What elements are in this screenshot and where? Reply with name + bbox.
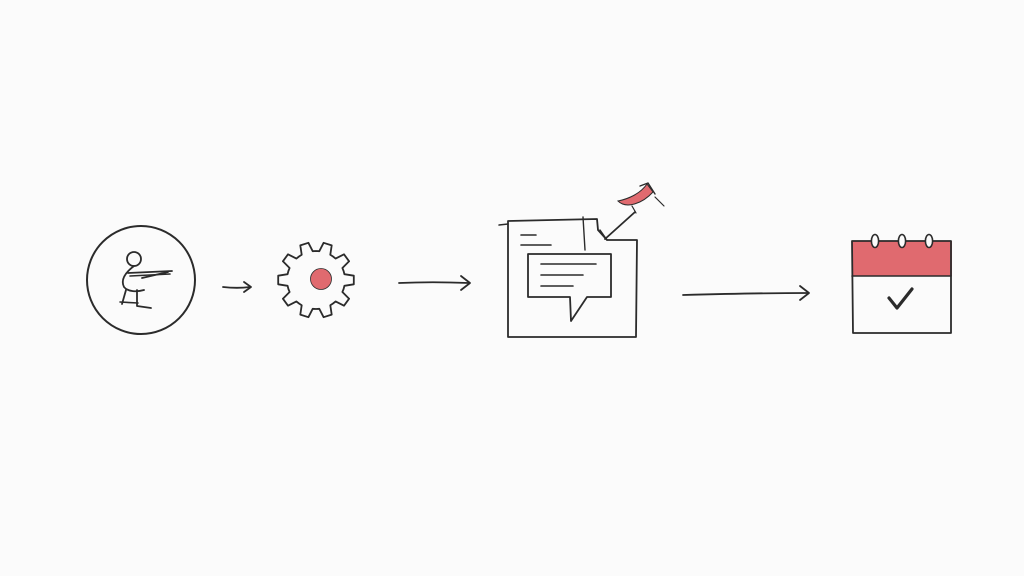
connector-arrow-3 bbox=[682, 285, 810, 301]
calendar-check-icon bbox=[851, 233, 952, 334]
connector-arrow-2 bbox=[398, 275, 471, 291]
person-at-desk-icon bbox=[86, 225, 196, 335]
document-comment-icon bbox=[498, 182, 665, 338]
gear-icon bbox=[277, 241, 355, 319]
connector-arrow-1 bbox=[222, 281, 252, 293]
